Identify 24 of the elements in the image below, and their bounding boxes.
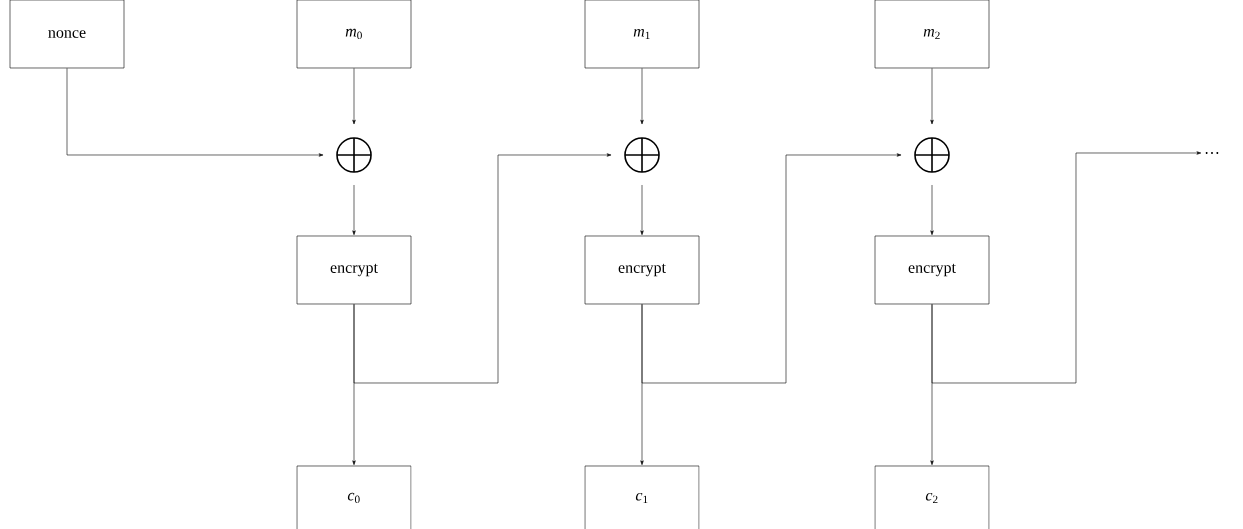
arrow [352,184,356,236]
arrow [352,68,356,125]
process-box: m$_{1}$ [584,0,700,69]
process-box: encrypt [874,235,990,305]
xor-symbol [336,137,372,173]
arrow [640,184,644,236]
arrow [930,184,934,236]
arrow [640,68,644,125]
arrow [353,153,612,384]
process-box: c$_{2}$ [874,465,990,529]
ellipsis-text: … [1205,152,1219,154]
arrow [930,68,934,125]
xor-symbol [914,137,950,173]
process-box: encrypt [296,235,412,305]
process-box: encrypt [584,235,700,305]
arrow [66,68,324,157]
process-box: nonce [9,0,125,69]
process-box: c$_{1}$ [584,465,700,529]
process-box: c$_{0}$ [296,465,412,529]
xor-symbol [624,137,660,173]
arrow [641,153,902,384]
arrow [931,151,1202,384]
process-box: m$_{2}$ [874,0,990,69]
process-box: m$_{0}$ [296,0,412,69]
